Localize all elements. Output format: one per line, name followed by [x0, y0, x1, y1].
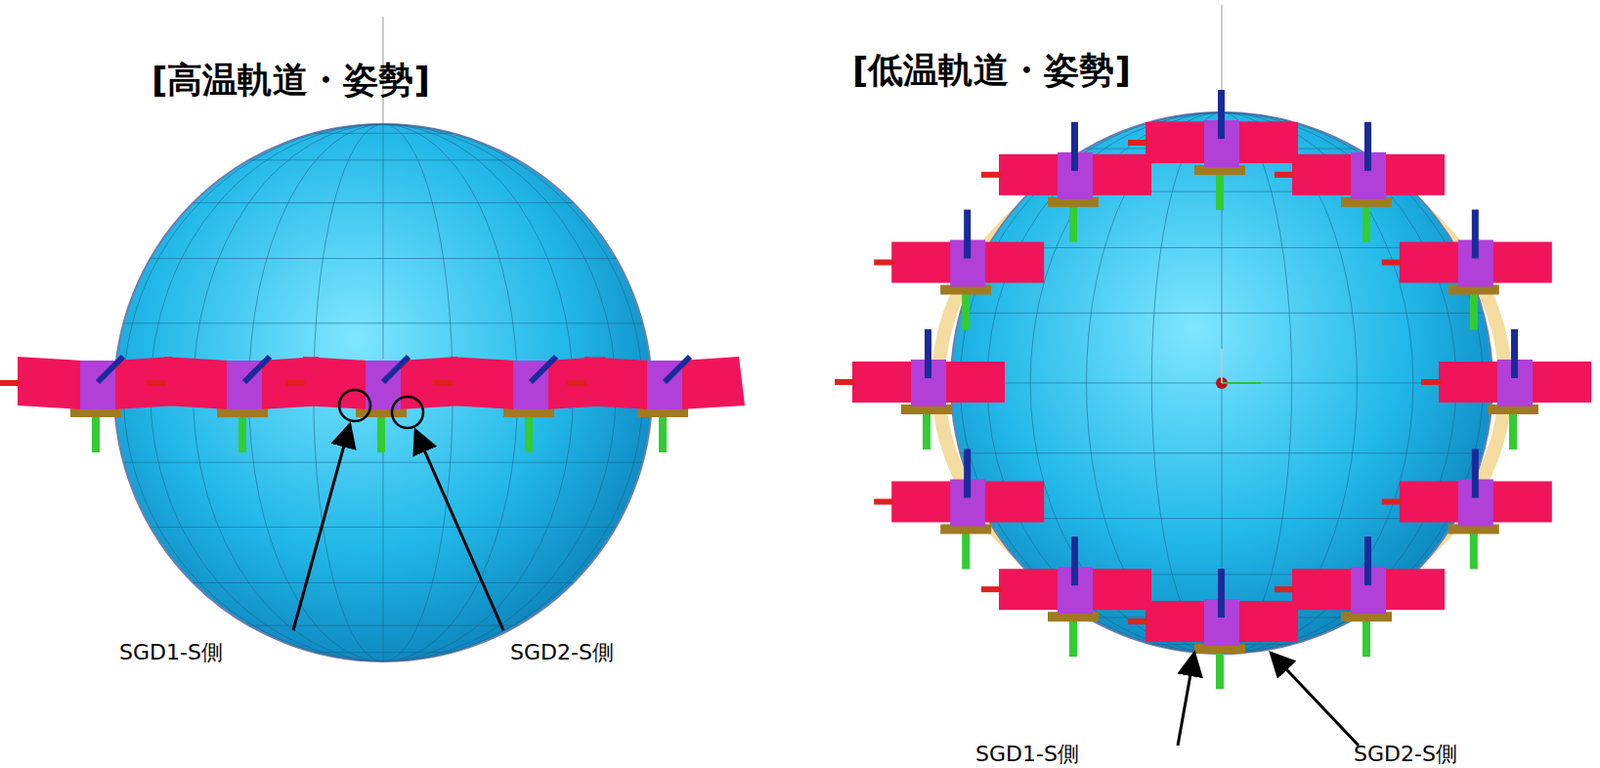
satellite	[981, 536, 1152, 657]
leader-arrow	[1177, 652, 1195, 746]
satellite	[1382, 210, 1553, 331]
satellite	[873, 449, 1044, 570]
sphere-grid	[951, 112, 1493, 654]
leader-lines	[293, 424, 1359, 746]
callout-label: SGD1-S側	[119, 641, 223, 665]
high-temp-view	[0, 16, 745, 662]
leader-arrow	[415, 430, 504, 631]
satellite	[1274, 122, 1445, 243]
satellite	[146, 356, 325, 453]
sphere	[951, 112, 1493, 654]
satellite	[285, 356, 464, 453]
leader-arrow	[1270, 652, 1359, 746]
marker-circle	[339, 389, 371, 422]
satellite	[1382, 449, 1553, 570]
leader-arrow	[293, 424, 350, 631]
marker-circle	[391, 396, 424, 429]
satellite	[1127, 568, 1298, 690]
satellite	[1421, 329, 1592, 450]
view-heading: [高温軌道・姿勢]	[151, 60, 431, 100]
low-temp-view	[834, 4, 1592, 690]
callout-label: SGD2-S側	[1353, 742, 1458, 767]
satellite	[1274, 536, 1445, 657]
satellite	[0, 356, 178, 453]
satellite	[566, 356, 745, 453]
sphere	[114, 124, 652, 662]
satellite	[1127, 89, 1298, 211]
satellite	[834, 329, 1005, 450]
view-heading: [低温軌道・姿勢]	[852, 50, 1131, 90]
satellite	[432, 356, 611, 453]
callout-label: SGD1-S側	[975, 742, 1080, 767]
satellite	[981, 122, 1152, 243]
sphere-grid	[114, 124, 652, 662]
satellite	[873, 210, 1044, 331]
callout-label: SGD2-S側	[510, 641, 614, 665]
